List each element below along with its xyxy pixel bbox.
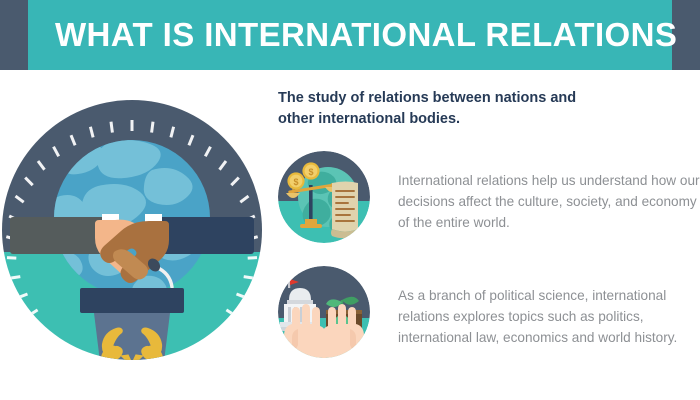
content-column: The study of relations between nations a… <box>278 88 700 388</box>
hands-capitol-sprout-icon <box>278 266 370 358</box>
svg-text:$: $ <box>293 177 298 187</box>
handshake-globe-podium-illustration <box>2 100 262 360</box>
list-item: As a branch of political science, intern… <box>278 266 700 358</box>
list-item-text: As a branch of political science, intern… <box>398 288 678 346</box>
lede-heading: The study of relations between nations a… <box>278 90 577 127</box>
list-item: $ $ Intern <box>278 151 700 243</box>
svg-text:$: $ <box>308 167 313 177</box>
page-title: WHAT IS INTERNATIONAL RELATIONS <box>55 16 678 53</box>
header-bar: WHAT IS INTERNATIONAL RELATIONS <box>0 0 700 70</box>
scales-coins-scroll-icon: $ $ <box>278 151 370 243</box>
hero-illustration-svg <box>2 100 262 360</box>
list-item-text: International relations help us understa… <box>398 173 700 231</box>
header-band: WHAT IS INTERNATIONAL RELATIONS <box>28 0 677 70</box>
